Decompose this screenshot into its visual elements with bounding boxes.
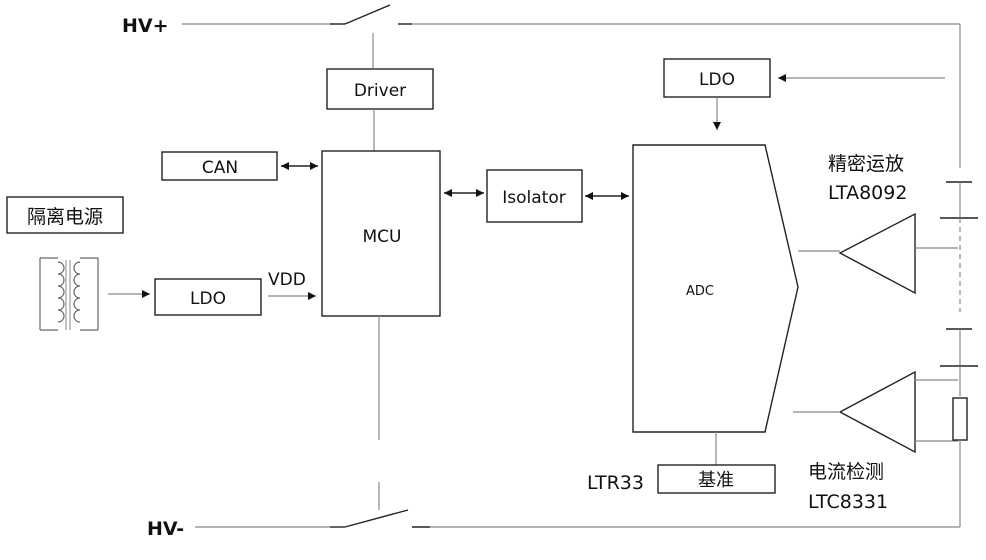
adc-block <box>632 144 799 433</box>
can-label: CAN <box>202 158 238 178</box>
adc-label: ADC <box>686 284 714 299</box>
mcu-label: MCU <box>363 227 402 247</box>
isolated-power-block <box>6 196 124 234</box>
isolator-label: Isolator <box>502 188 565 208</box>
can-block <box>161 151 278 181</box>
isolated-power-label: 隔离电源 <box>27 206 103 228</box>
ltc8331-label: LTC8331 <box>808 491 888 513</box>
ldo-left-block <box>154 278 262 316</box>
hv-plus-bus <box>182 4 961 168</box>
hv-minus-bus <box>195 455 961 528</box>
ldo-top-label: LDO <box>699 70 735 90</box>
current-sense-amp-icon <box>838 370 916 454</box>
hv-minus-switch-icon <box>344 509 409 528</box>
reference-label: 基准 <box>698 470 734 491</box>
reference-block <box>657 464 776 494</box>
transformer-icon <box>39 257 99 331</box>
hv-minus-label: HV- <box>147 518 184 540</box>
battery-cell-icon <box>940 181 978 367</box>
current-sense-label: 电流检测 <box>808 461 884 483</box>
shunt-resistor-icon <box>952 397 968 441</box>
ltr33-label: LTR33 <box>587 472 644 494</box>
vdd-label: VDD <box>268 270 306 290</box>
ldo-left-label: LDO <box>190 289 226 309</box>
driver-top-label: Driver <box>354 81 406 101</box>
hv-plus-switch-icon <box>344 4 391 25</box>
precision-opamp-icon <box>838 212 916 295</box>
mcu-block <box>321 150 441 317</box>
hv-plus-label: HV+ <box>122 15 169 37</box>
precision-opamp-label: 精密运放 <box>828 153 904 175</box>
driver-top-block <box>326 68 434 110</box>
isolator-block <box>486 169 583 223</box>
ldo-top-block <box>663 58 771 98</box>
lta8092-label: LTA8092 <box>828 182 907 204</box>
